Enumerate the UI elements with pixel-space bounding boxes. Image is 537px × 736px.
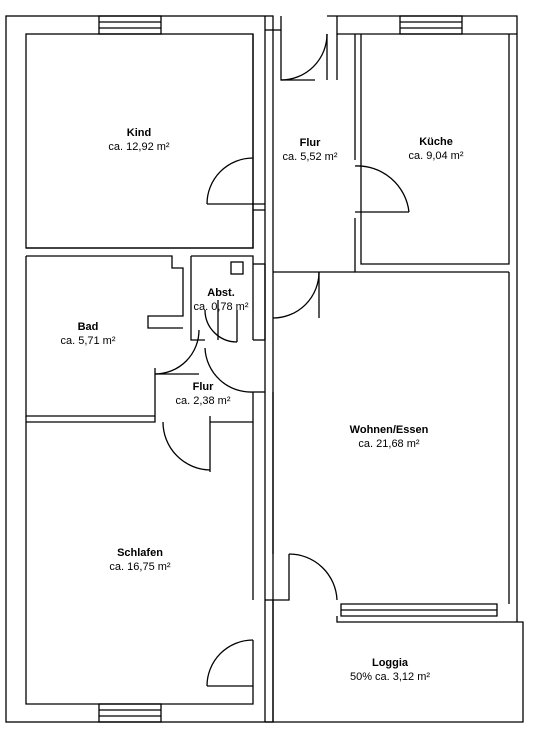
walls-flur-mid <box>154 368 254 472</box>
walls-bad <box>25 255 184 422</box>
room-area: ca. 0,78 m² <box>193 301 249 313</box>
walls-schlafen <box>25 416 254 705</box>
room-area: ca. 2,38 m² <box>175 395 231 407</box>
door-wohnen <box>272 271 320 319</box>
room-label-kind: Kind ca. 12,92 m² <box>108 126 169 154</box>
room-area: ca. 12,92 m² <box>108 141 170 153</box>
room-label-bad: Bad ca. 5,71 m² <box>60 320 115 348</box>
door-flur-mid <box>204 347 265 393</box>
walls-flur-top <box>253 16 356 264</box>
room-label-wohnen: Wohnen/Essen ca. 21,68 m² <box>350 423 429 451</box>
door-kind <box>206 157 254 205</box>
window-kind <box>98 15 162 35</box>
window-kueche <box>399 15 463 35</box>
wall-kind-right <box>26 34 254 249</box>
door-loggia <box>273 553 338 601</box>
room-name: Bad <box>77 321 99 333</box>
door-schlafen <box>162 421 211 471</box>
room-label-flur-top: Flur ca. 5,52 m² <box>282 136 337 164</box>
room-area: ca. 5,71 m² <box>60 335 116 347</box>
door-kueche <box>354 165 410 213</box>
room-name: Abst. <box>207 287 235 299</box>
room-area: ca. 21,68 m² <box>358 438 420 450</box>
room-label-abst: Abst. ca. 0,78 m² <box>193 286 248 314</box>
room-name: Loggia <box>371 657 409 669</box>
room-name: Kind <box>126 127 152 139</box>
door-schlafen-loggia <box>206 639 254 687</box>
room-name: Küche <box>419 136 453 148</box>
door-bad <box>154 329 200 375</box>
room-label-loggia: Loggia 50% ca. 3,12 m² <box>350 656 430 684</box>
room-label-flur-mid: Flur ca. 2,38 m² <box>175 380 230 408</box>
room-area: ca. 5,52 m² <box>282 151 338 163</box>
walls-wohnen <box>265 271 517 722</box>
window-schlafen <box>98 703 162 723</box>
door-flur-top <box>280 33 328 81</box>
room-area: ca. 9,04 m² <box>408 150 464 162</box>
room-name: Flur <box>192 381 214 393</box>
room-name: Schlafen <box>117 547 163 559</box>
walls-abst <box>190 255 266 341</box>
room-name: Wohnen/Essen <box>349 424 429 436</box>
door-abst <box>204 300 238 343</box>
room-name: Flur <box>299 137 321 149</box>
room-area: 50% ca. 3,12 m² <box>349 671 431 683</box>
room-area: ca. 16,75 m² <box>109 561 171 573</box>
room-label-schlafen: Schlafen ca. 16,75 m² <box>109 546 170 574</box>
room-label-kueche: Küche ca. 9,04 m² <box>408 135 463 163</box>
